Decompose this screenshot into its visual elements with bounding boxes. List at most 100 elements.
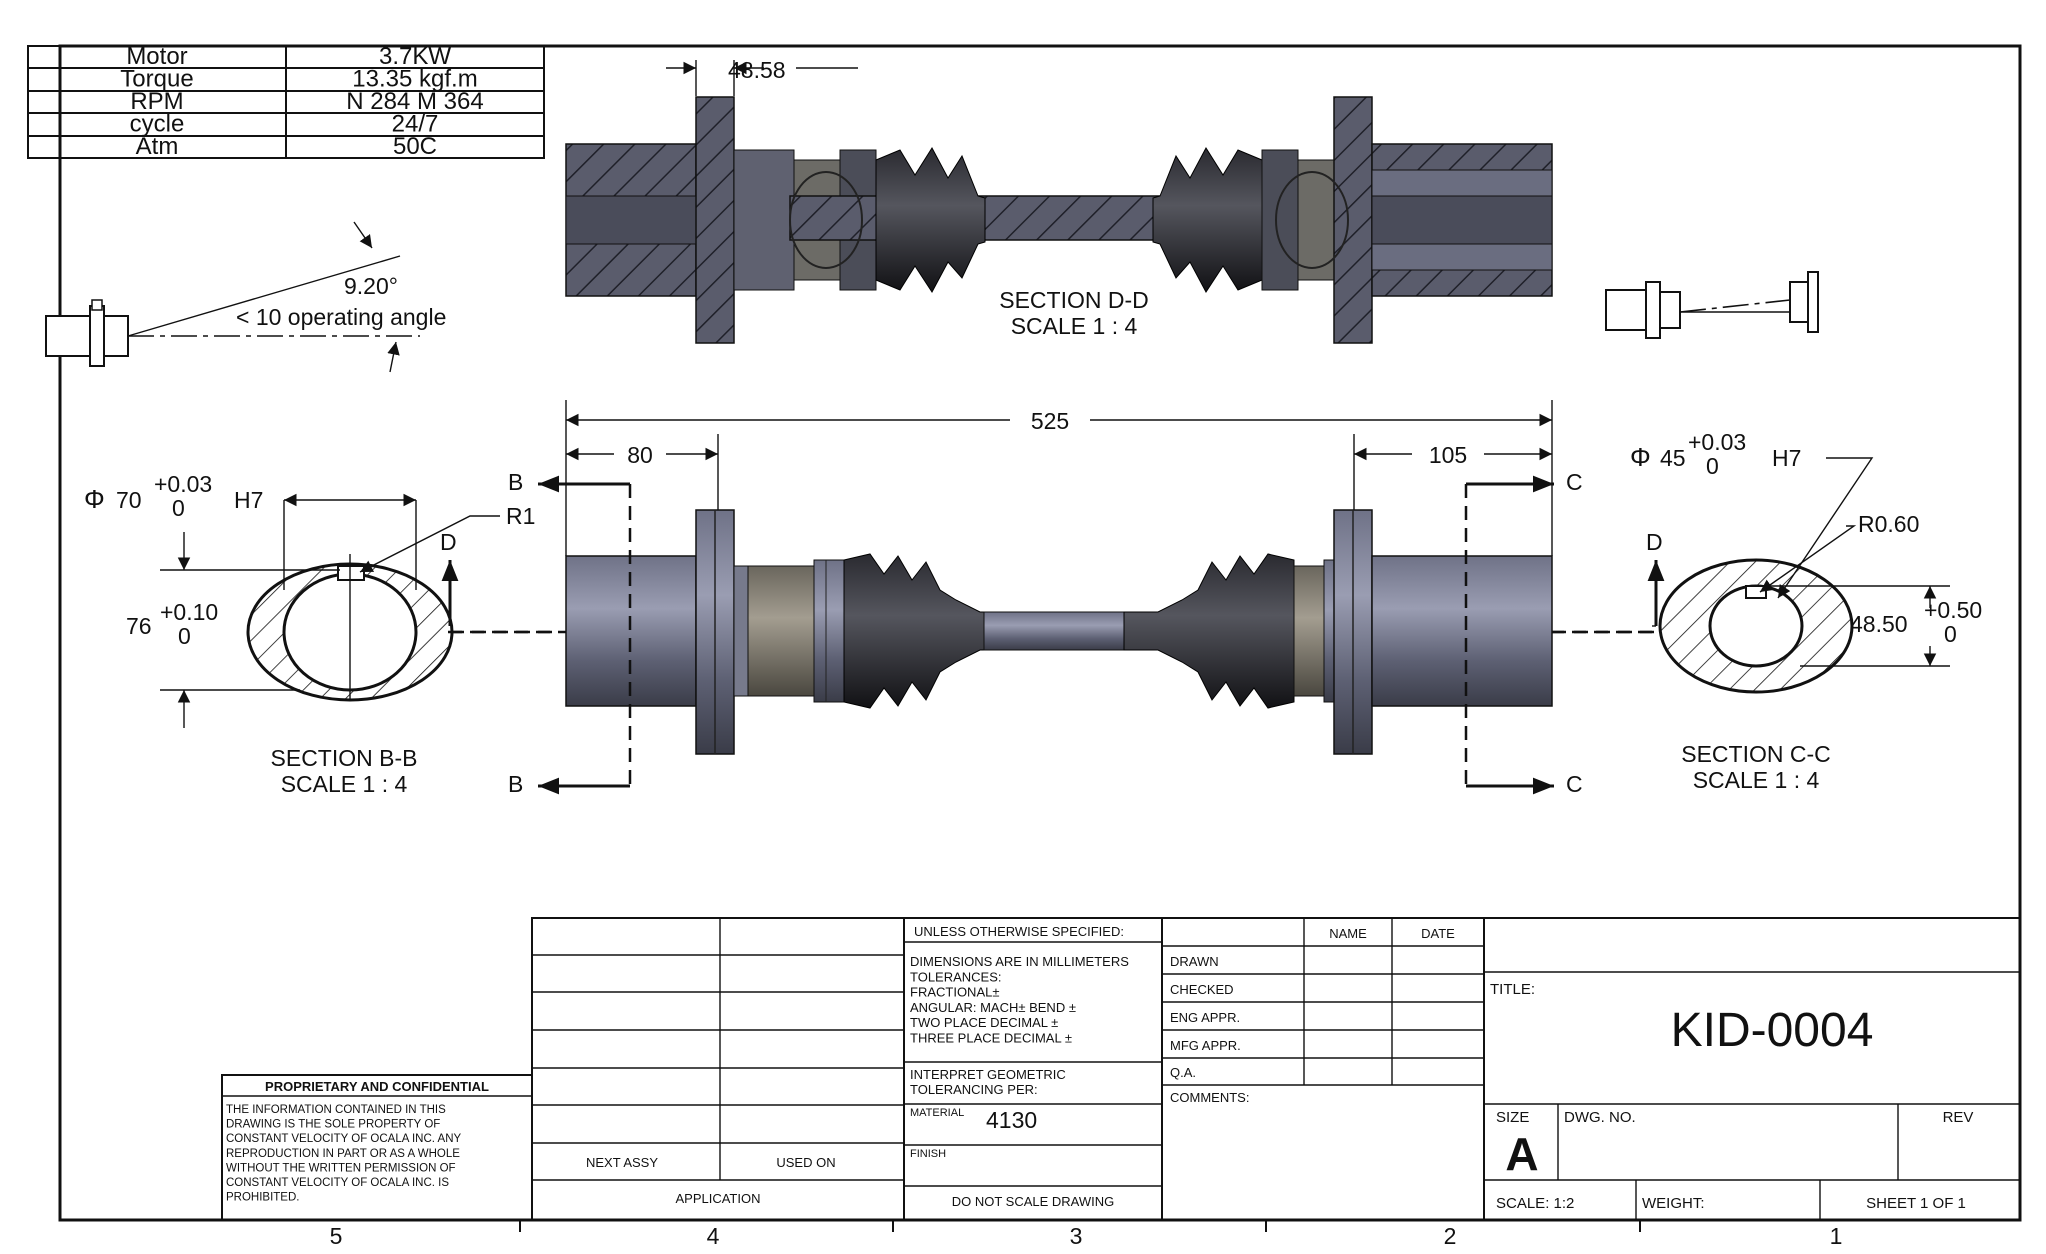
proprietary-line-2: CONSTANT VELOCITY OF OCALA INC. ANY	[226, 1133, 461, 1145]
proprietary-line-4: WITHOUT THE WRITTEN PERMISSION OF	[226, 1162, 456, 1174]
rev-label: REV	[1943, 1109, 1974, 1126]
spec-value-1: 13.35 kgf.m	[352, 66, 477, 93]
size-label: SIZE	[1496, 1109, 1529, 1126]
spec-label-4: Atm	[136, 133, 179, 160]
spec-value-4: 50C	[393, 133, 437, 160]
proprietary-line-0: THE INFORMATION CONTAINED IN THIS	[226, 1104, 446, 1116]
zone-3: 3	[1070, 1223, 1083, 1249]
zone-2: 2	[1444, 1223, 1457, 1249]
unless-specified: UNLESS OTHERWISE SPECIFIED:	[914, 924, 1124, 939]
section-b-letter-bottom: B	[508, 771, 523, 797]
main-shaft-view	[340, 509, 1760, 755]
weight-label: WEIGHT:	[1642, 1195, 1705, 1212]
dim-left-hub: 80	[566, 434, 719, 510]
bore-c-lower: 0	[1706, 453, 1719, 479]
tolerance-line-4: TWO PLACE DECIMAL ±	[910, 1015, 1058, 1030]
finish-label: FINISH	[910, 1148, 946, 1160]
tolerance-line-3: ANGULAR: MACH± BEND ±	[910, 1000, 1076, 1015]
section-dd-title: SECTION D-D	[999, 287, 1149, 313]
operating-angle-label: < 10 operating angle	[236, 304, 446, 330]
application-label: APPLICATION	[675, 1191, 760, 1206]
dim-right-hub-value: 105	[1429, 442, 1467, 468]
angle-detail: 9.20° < 10 operating angle	[45, 221, 446, 373]
scale-label: SCALE: 1:2	[1496, 1195, 1574, 1212]
section-b-letter-top: B	[508, 469, 523, 495]
date-header: DATE	[1421, 926, 1455, 941]
bore-c-symbol: Φ	[1630, 442, 1651, 472]
section-c-letter-bottom: C	[1566, 771, 1583, 797]
dim-overall-value: 525	[1031, 408, 1069, 434]
spec-value-2: N 284 M 364	[346, 88, 483, 115]
section-cc-view: D Φ 45 +0.03 0 H7 R0.60 48.50 +0.50 0 SE…	[1552, 429, 1982, 793]
proprietary-title: PROPRIETARY AND CONFIDENTIAL	[265, 1079, 489, 1094]
bore-b-lower: 0	[172, 495, 185, 521]
section-cc-scale: SCALE 1 : 4	[1693, 767, 1820, 793]
bore-c-upper: +0.03	[1688, 429, 1746, 455]
comments-label: COMMENTS:	[1170, 1090, 1249, 1105]
section-bb-d-letter: D	[440, 529, 457, 555]
key-b-nominal: 76	[126, 613, 152, 639]
tolerance-line-5: THREE PLACE DECIMAL ±	[910, 1031, 1072, 1046]
dim-flange-width-value: 48.58	[728, 57, 786, 83]
material-value: 4130	[986, 1107, 1037, 1133]
drawing-title: KID-0004	[1671, 1004, 1874, 1057]
used-on-label: USED ON	[776, 1155, 835, 1170]
spec-value-3: 24/7	[392, 111, 439, 138]
eng-appr-label: ENG APPR.	[1170, 1010, 1240, 1025]
zone-4: 4	[707, 1223, 720, 1249]
section-cc-title: SECTION C-C	[1681, 741, 1831, 767]
key-b-lower: 0	[178, 623, 191, 649]
spec-label-3: cycle	[130, 111, 185, 138]
title-label: TITLE:	[1490, 981, 1535, 998]
mfg-appr-label: MFG APPR.	[1170, 1038, 1241, 1053]
section-cc-d-letter: D	[1646, 529, 1663, 555]
dwg-no-label: DWG. NO.	[1564, 1109, 1636, 1126]
dim-flange-width: 48.58	[666, 57, 858, 96]
dim-right-hub: 105	[1353, 434, 1552, 510]
interpret-line-1: INTERPRET GEOMETRIC	[910, 1067, 1066, 1082]
bore-c-fit: H7	[1772, 445, 1801, 471]
bore-b-upper: +0.03	[154, 471, 212, 497]
spec-label-0: Motor	[126, 43, 187, 70]
checked-label: CHECKED	[1170, 982, 1234, 997]
zone-1: 1	[1830, 1223, 1843, 1249]
radius-c: R0.60	[1858, 511, 1919, 537]
tolerance-line-0: DIMENSIONS ARE IN MILLIMETERS	[910, 954, 1129, 969]
section-cut-b: B B	[508, 469, 632, 797]
tolerance-text: DIMENSIONS ARE IN MILLIMETERSTOLERANCES:…	[910, 954, 1129, 1046]
section-dd-scale: SCALE 1 : 4	[1011, 313, 1138, 339]
bore-b-nominal: 70	[116, 487, 142, 513]
proprietary-line-6: PROHIBITED.	[226, 1192, 299, 1204]
bore-b-fit: H7	[234, 487, 263, 513]
key-c-nominal: 48.50	[1850, 611, 1908, 637]
bore-b-symbol: Φ	[84, 484, 105, 514]
next-assy-label: NEXT ASSY	[586, 1155, 658, 1170]
proprietary-line-1: DRAWING IS THE SOLE PROPERTY OF	[226, 1119, 440, 1131]
section-bb-title: SECTION B-B	[271, 745, 418, 771]
proprietary-line-5: CONSTANT VELOCITY OF OCALA INC. IS	[226, 1177, 449, 1189]
key-b-upper: +0.10	[160, 599, 218, 625]
qa-label: Q.A.	[1170, 1065, 1196, 1080]
key-c-upper: +0.50	[1924, 597, 1982, 623]
proprietary-line-3: REPRODUCTION IN PART OR AS A WHOLE	[226, 1148, 460, 1160]
dim-left-hub-value: 80	[627, 442, 653, 468]
drawn-label: DRAWN	[1170, 954, 1219, 969]
spec-label-2: RPM	[130, 88, 183, 115]
spec-label-1: Torque	[120, 66, 193, 93]
section-c-letter-top: C	[1566, 469, 1583, 495]
name-header: NAME	[1329, 926, 1367, 941]
zone-5: 5	[330, 1223, 343, 1249]
angle-value: 9.20°	[344, 273, 398, 299]
radius-b: R1	[506, 503, 535, 529]
proprietary-text: THE INFORMATION CONTAINED IN THIS DRAWING…	[226, 1104, 461, 1204]
tolerance-line-1: TOLERANCES:	[910, 969, 1002, 984]
do-not-scale: DO NOT SCALE DRAWING	[952, 1194, 1115, 1209]
section-cut-c: C C	[1464, 469, 1583, 797]
angle-detail-right	[1605, 271, 1819, 339]
dim-overall: 525	[565, 400, 1553, 556]
section-bb-scale: SCALE 1 : 4	[281, 771, 408, 797]
key-c-lower: 0	[1944, 621, 1957, 647]
zone-markers: 5 4 3 2 1	[330, 1220, 1843, 1249]
